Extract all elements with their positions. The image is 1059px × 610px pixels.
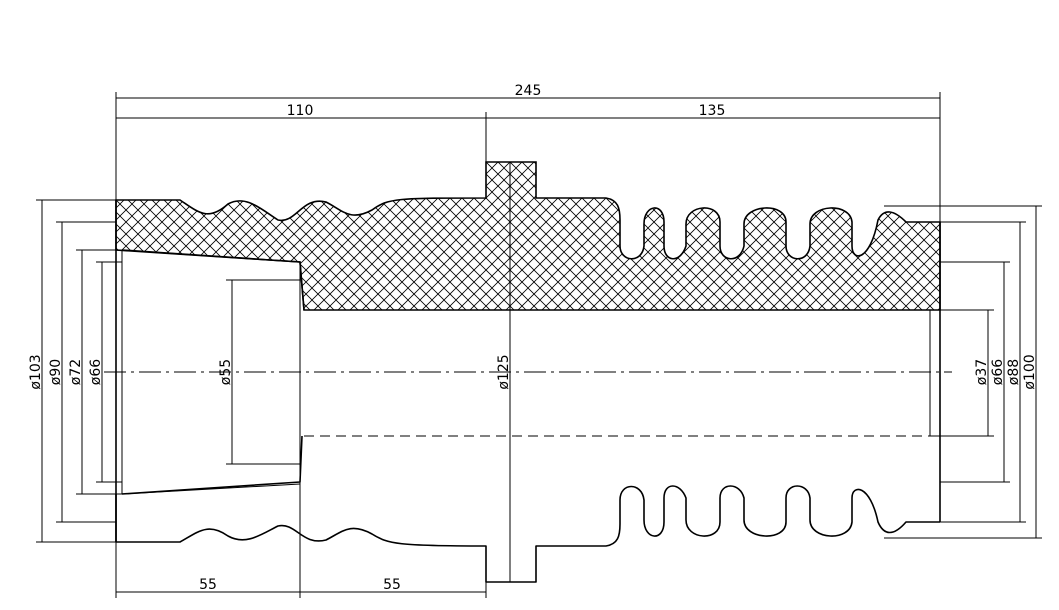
dim-72-label: ø72 [68, 359, 84, 385]
dim-37-label: ø37 [974, 359, 990, 385]
dim-125-label: ø125 [496, 354, 512, 389]
dim-90-label: ø90 [48, 359, 64, 385]
left-bore-taper [121, 483, 301, 495]
dim-66-label: ø66 [88, 359, 104, 385]
dim-135-label: 135 [699, 103, 726, 119]
dim-245-label: 245 [515, 83, 542, 99]
dim-88-label: ø88 [1006, 359, 1022, 385]
dim-103-label: ø103 [28, 354, 44, 389]
dim-55-right-label: 55 [383, 577, 401, 593]
dim-66r-label: ø66 [990, 359, 1006, 385]
dim-55-left-label: 55 [199, 577, 217, 593]
lower-outer-profile [115, 485, 940, 583]
dim-110-label: 110 [287, 103, 314, 119]
dim-55-bore-label: ø55 [218, 359, 234, 385]
dim-100-label: ø100 [1022, 354, 1038, 389]
hatched-cross-section [115, 161, 941, 311]
